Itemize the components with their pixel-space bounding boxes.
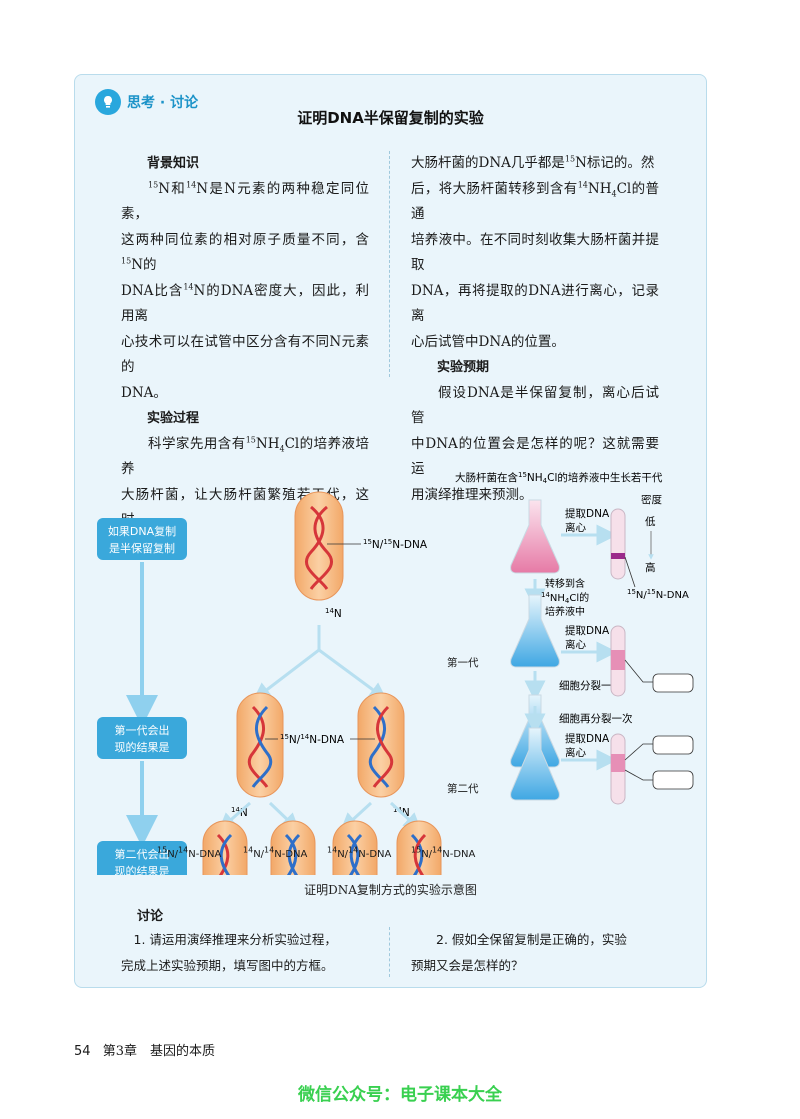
extract-label-2: 提取DNA， [565, 625, 620, 637]
centrifuge-label-2: 离心 [565, 638, 586, 651]
gen2-label-1: 15N/14N-DNA [157, 845, 222, 860]
rc-line-3: 培养液中。在不同时刻收集大肠杆菌并提取 [411, 231, 659, 274]
bg-line-1: 15N和14N是N元素的两种稳定同位素， [121, 180, 370, 223]
page-footer: 54 第3章 基因的本质 [74, 1040, 215, 1059]
svg-text:如果DNA复制: 如果DNA复制 [108, 524, 176, 538]
dna-diagram-right: 大肠杆菌在含15NH4Cl的培养液中生长若干代 [455, 471, 663, 485]
gen1-bacterium-left [236, 692, 284, 798]
label-gen1-15-14-dna: 15N/14N-DNA [280, 733, 345, 746]
parent-bacterium [294, 491, 344, 601]
gen2-label-4: 15N/14N-DNA [411, 845, 476, 860]
proc-line-1: 科学家先用含有15NH4Cl的培养液培养 [121, 435, 370, 478]
flask-14n-1 [510, 594, 560, 668]
svg-text:是半保留复制: 是半保留复制 [109, 541, 175, 555]
pred-line-2: 中DNA的位置会是怎样的呢？这就需要运 [411, 435, 659, 478]
lightbulb-icon [95, 89, 121, 115]
transfer-line-1: 转移到含 [545, 577, 585, 590]
q2-line-1: 2. 假如全保留复制是正确的，实验 [436, 932, 627, 947]
divide-again-label: 细胞再分裂一次 [559, 712, 633, 725]
rc-line-1: 大肠杆菌的DNA几乎都是15N标记的。然 [411, 154, 655, 171]
q1-line-2: 完成上述实验预期，填写图中的方框。 [121, 958, 334, 973]
section-badge-label: 思考 · 讨论 [127, 95, 199, 111]
svg-text:现的结果是: 现的结果是 [115, 740, 170, 754]
gen2-answer-box-2[interactable] [652, 770, 694, 790]
bg-line-4: 心技术可以在试管中区分含有不同N元素的 [121, 333, 369, 376]
label-14n-top: 14N [325, 607, 342, 620]
transfer-line-2: 14NH4Cl的 [541, 591, 589, 605]
gen1-answer-box[interactable] [652, 673, 694, 693]
test-tube-1 [610, 508, 626, 580]
gen2-result-box: 第二代会出 现的结果是 [97, 841, 187, 875]
semi-conservative-box: 如果DNA复制 是半保留复制 [97, 518, 187, 560]
q1-line-1: 1. 请运用演绎推理来分析实验过程， [133, 932, 337, 947]
extract-label-1: 提取DNA， [565, 508, 620, 520]
section-badge: 思考 · 讨论 [95, 89, 198, 115]
high-label: 高 [645, 561, 656, 574]
svg-text:现的结果是: 现的结果是 [115, 864, 170, 875]
flask-15n [510, 499, 560, 574]
gen2-bacterium-2 [270, 820, 316, 875]
discussion-divider [389, 927, 390, 977]
question-2: 2. 假如全保留复制是正确的，实验 预期又会是怎样的？ [411, 927, 669, 979]
svg-text:第一代会出: 第一代会出 [115, 723, 170, 737]
figure-caption: 证明DNA复制方式的实验示意图 [304, 883, 477, 897]
gen2-label-block: 第二代 [447, 783, 479, 795]
gen1-label-block: 第一代 [447, 657, 479, 669]
page-number: 54 [74, 1044, 91, 1059]
gen1-bacterium-right [357, 692, 405, 798]
centrifuge-label-1: 离心 [565, 521, 586, 534]
column-divider [389, 151, 390, 377]
label-14n-left: 14N [231, 806, 248, 819]
gen2-answer-box-1[interactable] [652, 735, 694, 755]
density-label: 密度 [641, 495, 662, 506]
transfer-line-3: 培养液中 [545, 605, 585, 618]
bg-line-3: DNA比含14N的DNA密度大，因此，利用离 [121, 282, 369, 325]
gen2-bacterium-4 [396, 820, 442, 875]
gen2-label-3: 14N/14N-DNA [327, 845, 392, 860]
rc-line-5: 心后试管中DNA的位置。 [411, 333, 565, 350]
gen2-label-2: 14N/14N-DNA [243, 845, 308, 860]
bg-line-5: DNA。 [121, 384, 167, 401]
question-1: 1. 请运用演绎推理来分析实验过程， 完成上述实验预期，填写图中的方框。 [121, 927, 379, 979]
bg-line-2: 这两种同位素的相对原子质量不同，含15N的 [121, 231, 369, 274]
thinking-discussion-panel: 思考 · 讨论 证明DNA半保留复制的实验 背景知识 15N和14N是N元素的两… [74, 74, 707, 988]
centrifuge-label-3: 离心 [565, 746, 586, 759]
rc-line-2: 后，将大肠杆菌转移到含有14NH4Cl的普通 [411, 180, 659, 223]
gen1-result-box: 第一代会出 现的结果是 [97, 717, 187, 759]
flask-14n-3 [510, 727, 560, 801]
gen2-bacterium-1 [202, 820, 248, 875]
gen2-bacterium-3 [332, 820, 378, 875]
q2-line-2: 预期又会是怎样的？ [411, 958, 524, 973]
chapter-title: 第3章 基因的本质 [102, 1044, 215, 1059]
test-tube-gen1 [610, 625, 626, 697]
watermark-text: 微信公众号：电子课本大全 [298, 1085, 502, 1105]
divide-once-label: 细胞分裂一次 [559, 679, 622, 692]
svg-text:第二代会出: 第二代会出 [115, 847, 170, 861]
rc-line-4: DNA，再将提取的DNA进行离心，记录离 [411, 282, 659, 325]
dna-replication-diagram: 如果DNA复制 是半保留复制 第一代会出 现的结果是 第二代会出 现的结果是 1… [97, 491, 442, 875]
label-15-15-dna: 15N/15N-DNA [363, 538, 428, 551]
discussion-heading: 讨论 [137, 909, 164, 924]
test-tube-gen2 [610, 733, 626, 805]
extract-label-3: 提取DNA， [565, 733, 620, 745]
top-right-caption: 大肠杆菌在含15NH4Cl的培养液中生长若干代 [455, 471, 663, 485]
heading-prediction: 实验预期 [437, 360, 490, 375]
low-label: 低 [645, 515, 656, 528]
pred-line-3: 用演绎推理来预测。 [411, 486, 533, 503]
page-title: 证明DNA半保留复制的实验 [297, 109, 484, 127]
heading-process: 实验过程 [147, 411, 200, 426]
tube1-dna-label: 15N/15N-DNA [627, 588, 689, 601]
gen2-dna-labels: 15N/14N-DNA 14N/14N-DNA 14N/14N-DNA 15N/… [157, 845, 487, 865]
right-column: 大肠杆菌的DNA几乎都是15N标记的。然 后，将大肠杆菌转移到含有14NH4Cl… [411, 151, 659, 508]
pred-line-1: 假设DNA是半保留复制，离心后试管 [411, 384, 659, 427]
heading-background: 背景知识 [147, 156, 200, 171]
gen-tubes: 提取DNA， 离心 细胞再分裂一次 提取DNA， 离心 [510, 625, 694, 805]
